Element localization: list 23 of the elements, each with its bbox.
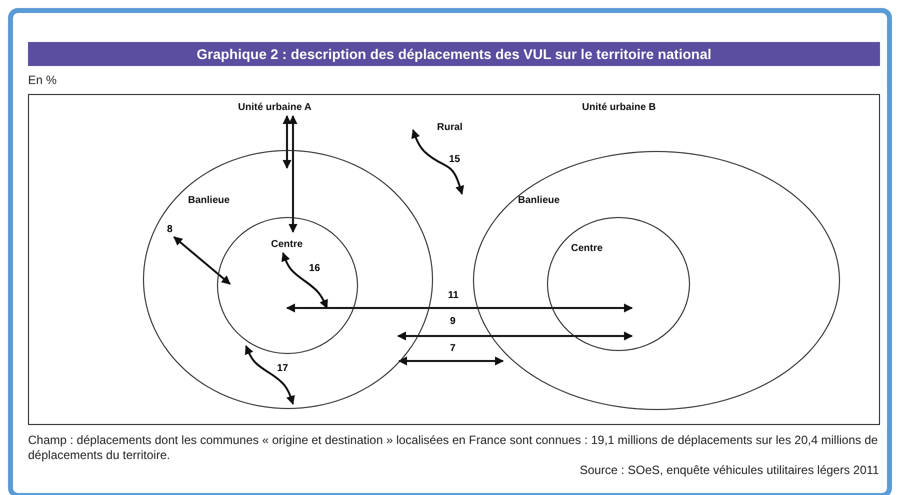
flow-arrow	[411, 129, 464, 195]
flow-arrow	[397, 332, 633, 340]
flow-arrow	[244, 345, 295, 405]
flow-arrow	[281, 252, 328, 309]
flow-arrow	[282, 115, 292, 169]
chart-title: Graphique 2 : description des déplacements des VUL sur le territoire national	[28, 42, 880, 66]
flow-arrow	[398, 356, 504, 366]
zone-label: Rural	[437, 121, 469, 134]
zone-label: Unité urbaine B	[582, 101, 664, 114]
zone-label: Centre	[571, 242, 603, 255]
flow-arrow	[286, 304, 633, 312]
flow-arrow	[288, 115, 298, 233]
scope-note: Champ : déplacements dont les communes « origine et destination » localisées en France sont connues : 19,1 millions de déplacements sur les 20,4 millions de déplacements du territoire.	[28, 433, 879, 463]
zone-label: Banlieue	[188, 194, 230, 207]
zone-label: Banlieue	[518, 194, 560, 207]
zone-ellipse	[473, 151, 840, 410]
edge-label: 15	[448, 154, 462, 166]
source-note: Source : SOeS, enquête véhicules utilitaires légers 2011	[580, 463, 879, 477]
unit-note: En %	[28, 73, 57, 87]
zone-label: Unité urbaine A	[238, 101, 320, 114]
zone-label: Centre	[271, 238, 303, 251]
flow-arrow	[173, 236, 231, 285]
zone-ellipse	[547, 217, 690, 351]
